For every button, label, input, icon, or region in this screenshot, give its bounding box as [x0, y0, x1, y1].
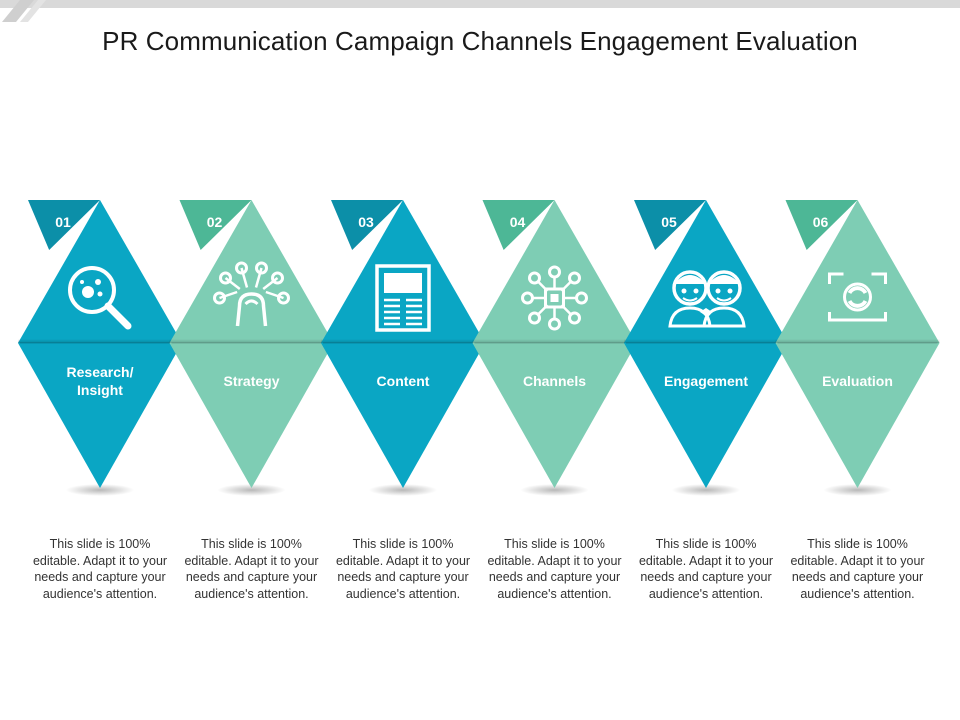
step-number: 06	[813, 214, 829, 230]
step-diamond	[18, 200, 182, 488]
step-diamond	[472, 200, 637, 488]
document-icon	[375, 264, 431, 332]
step-number: 03	[358, 214, 374, 230]
step-number: 02	[207, 214, 223, 230]
step-label: Content	[377, 373, 430, 389]
step-shadow	[66, 484, 134, 496]
step-shadow	[520, 484, 589, 496]
step-shadow	[369, 484, 437, 496]
step-divider-shade	[321, 339, 485, 343]
step-divider-shade	[624, 339, 788, 343]
step-number-tab	[785, 200, 858, 250]
step-shadow	[823, 484, 892, 496]
step-description: This slide is 100% editable. Adapt it to…	[638, 537, 774, 601]
step-number: 04	[510, 214, 526, 230]
step-description: This slide is 100% editable. Adapt it to…	[790, 537, 925, 601]
step-description: This slide is 100% editable. Adapt it to…	[184, 537, 319, 601]
step-diamond	[624, 200, 788, 488]
step-divider-shade	[472, 339, 637, 343]
hub-network-icon	[521, 265, 588, 331]
step-number-tab	[482, 200, 555, 250]
network-person-icon	[213, 261, 290, 327]
step-number-tab	[331, 200, 403, 250]
step-label: Research/	[67, 364, 134, 380]
step-divider-shade	[775, 339, 940, 343]
magnifier-icon	[68, 266, 132, 330]
step-divider-shade	[169, 339, 334, 343]
step-number-tab	[28, 200, 100, 250]
step-description: This slide is 100% editable. Adapt it to…	[335, 537, 471, 601]
step-divider-shade	[18, 339, 182, 343]
step-description: This slide is 100% editable. Adapt it to…	[32, 537, 168, 601]
step-label: Insight	[77, 382, 123, 398]
top-decoration-bar	[0, 0, 960, 22]
step-label: Strategy	[223, 373, 279, 389]
step-diamond	[775, 200, 940, 488]
camera-target-icon	[828, 272, 887, 322]
step-number: 05	[661, 214, 677, 230]
people-icon	[668, 270, 746, 328]
step-number-tab	[179, 200, 252, 250]
step-label: Evaluation	[822, 373, 893, 389]
step-shadow	[217, 484, 286, 496]
step-number: 01	[55, 214, 71, 230]
step-diamond	[169, 200, 334, 488]
step-description: This slide is 100% editable. Adapt it to…	[487, 537, 622, 601]
step-shadow	[672, 484, 740, 496]
step-label: Channels	[523, 373, 586, 389]
step-label: Engagement	[664, 373, 748, 389]
step-number-tab	[634, 200, 706, 250]
step-diamond	[321, 200, 485, 488]
page-title: PR Communication Campaign Channels Engag…	[102, 26, 858, 56]
